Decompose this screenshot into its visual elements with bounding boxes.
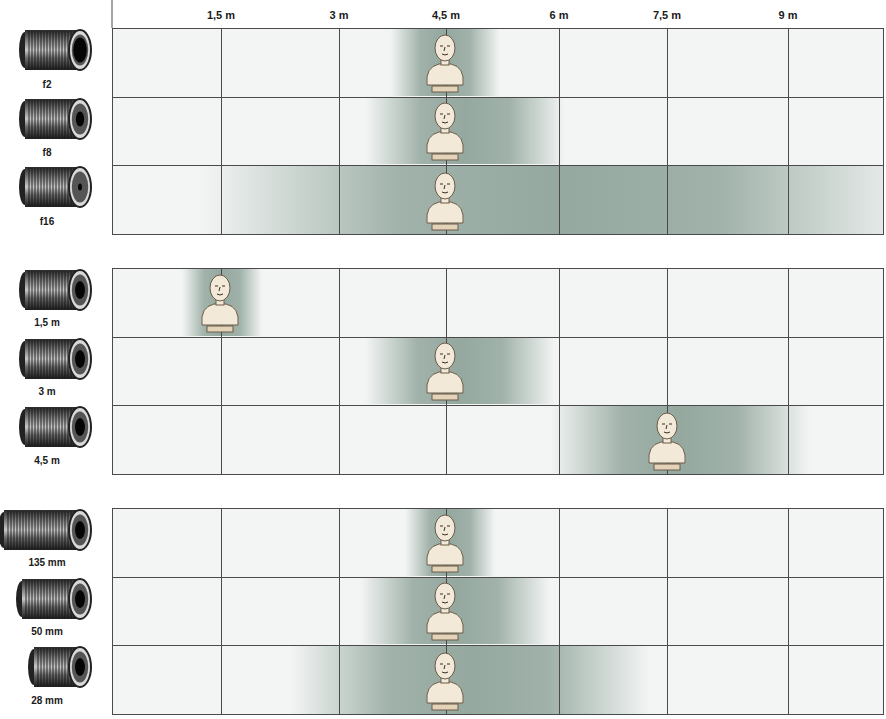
- bust-figure: [427, 515, 464, 572]
- lens-icon: [19, 99, 91, 139]
- lens-icon: [16, 579, 91, 619]
- lens-setting-label: 4,5 m: [34, 456, 60, 466]
- lens-setting-label: 28 mm: [31, 696, 63, 706]
- grid-panel: [112, 268, 884, 475]
- sharpness-band: [365, 338, 555, 404]
- distance-label: 4,5 m: [432, 10, 460, 21]
- lens-setting-label: 1,5 m: [34, 318, 60, 328]
- lens-icon: [19, 339, 91, 379]
- bust-figure: [427, 343, 464, 400]
- lens-icon: [0, 510, 91, 550]
- bust-figure: [427, 583, 464, 640]
- lens-icon: [19, 270, 91, 310]
- sharpness-band: [360, 578, 550, 644]
- sharpness-band: [550, 406, 810, 474]
- lens-icon: [28, 647, 91, 687]
- bust-figure: [427, 173, 464, 230]
- lens-setting-label: 135 mm: [28, 558, 65, 568]
- sharpness-band: [182, 269, 262, 336]
- lens-icon: [19, 30, 91, 70]
- distance-label: 3 m: [330, 10, 349, 21]
- sharpness-band: [290, 646, 650, 714]
- bust-figure: [427, 653, 464, 710]
- bust-figure: [427, 35, 464, 92]
- sharpness-band: [405, 509, 495, 576]
- distance-label: 6 m: [550, 10, 569, 21]
- lens-setting-label: 3 m: [38, 387, 55, 397]
- lens-icon: [19, 407, 91, 447]
- sharpness-band: [200, 166, 884, 234]
- distance-label: 1,5 m: [207, 10, 235, 21]
- distance-label: 9 m: [779, 10, 798, 21]
- grid-lines: [112, 0, 884, 715]
- bust-figure: [649, 413, 686, 470]
- lens-setting-label: f8: [43, 148, 52, 158]
- distance-label: 7,5 m: [653, 10, 681, 21]
- lens-icon: [19, 167, 91, 207]
- bust-figure: [427, 103, 464, 160]
- sharpness-band: [365, 98, 565, 164]
- lens-setting-label: 50 mm: [31, 627, 63, 637]
- grid-panel: [112, 508, 884, 715]
- sharpness-band: [390, 29, 500, 96]
- bust-figure: [202, 275, 239, 332]
- lens-setting-label: f16: [40, 217, 54, 227]
- lens-setting-label: f2: [43, 80, 52, 90]
